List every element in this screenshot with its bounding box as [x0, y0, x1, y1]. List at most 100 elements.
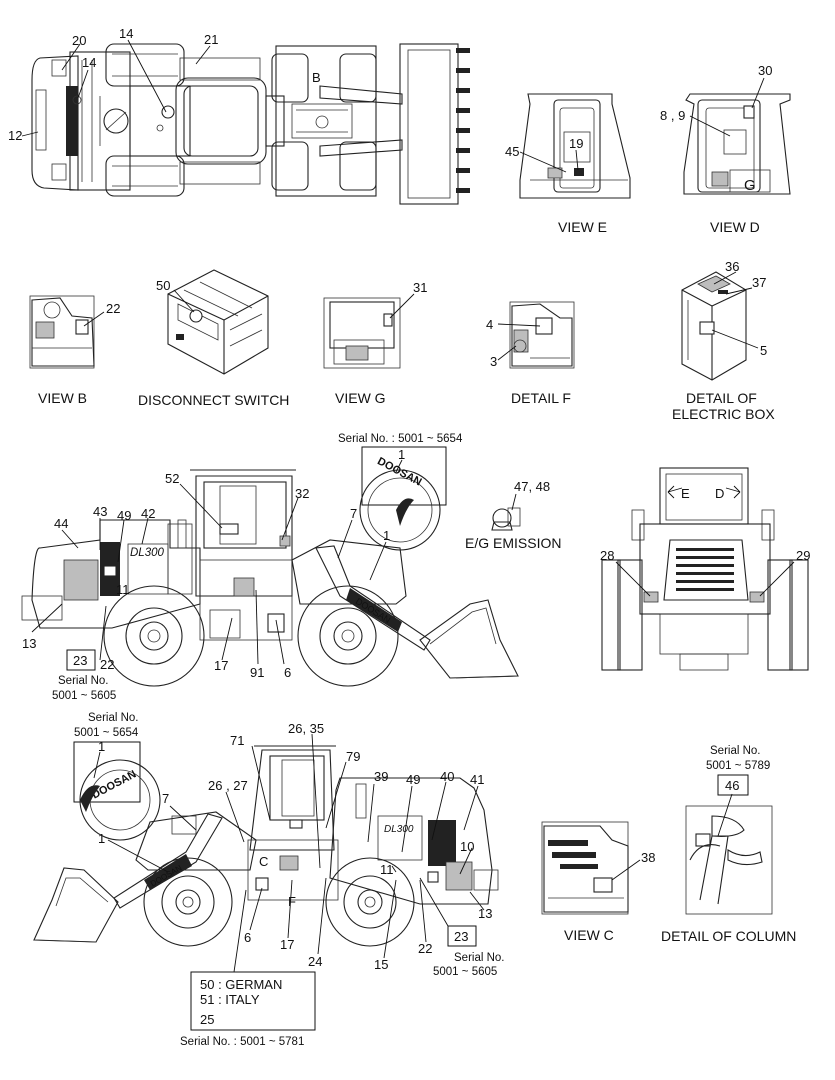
callout-21: 21 [204, 32, 218, 47]
emission-icon [491, 493, 521, 531]
serial-5001-5605-left-1: Serial No. [58, 675, 109, 687]
callout-4: 4 [486, 317, 493, 332]
callout-14: 14 [82, 55, 96, 70]
callout-1: 1 [383, 528, 390, 543]
view-b-drawing [29, 295, 105, 369]
callout-20: 20 [72, 33, 86, 48]
callout-8-9: 8 , 9 [660, 108, 685, 123]
callout-46-boxed: 46 [725, 778, 739, 793]
callout-22: 22 [106, 301, 120, 316]
callout-23-boxed: 23 [454, 929, 468, 944]
callout-47-48: 47, 48 [514, 479, 550, 494]
view-d-drawing [683, 77, 791, 195]
svg-text:DOOSAN: DOOSAN [90, 768, 138, 801]
left-side-view-drawing: DL300 DOOSAN [21, 469, 519, 687]
view-letter-g: G [744, 177, 756, 194]
language-german: 50 : GERMAN [200, 977, 282, 992]
callout-50: 50 [156, 278, 170, 293]
serial-5001-5789-2: 5001 ~ 5789 [706, 760, 770, 772]
view-g-label: VIEW G [335, 390, 386, 406]
callout-31: 31 [413, 280, 427, 295]
view-d-label: VIEW D [710, 219, 760, 235]
disconnect-switch-drawing [167, 269, 269, 375]
language-box [190, 971, 316, 1031]
electric-box-label-2: ELECTRIC BOX [672, 406, 775, 422]
callout-37: 37 [752, 275, 766, 290]
callout-24: 24 [308, 954, 322, 969]
callout-17: 17 [214, 658, 228, 673]
callout-15: 15 [374, 957, 388, 972]
callout-6: 6 [284, 665, 291, 680]
disconnect-switch-label: DISCONNECT SWITCH [138, 392, 289, 408]
view-c-drawing [541, 821, 641, 915]
callout-11: 11 [116, 582, 130, 597]
electric-box-drawing [681, 271, 759, 381]
callout-11: 11 [380, 862, 394, 877]
callout-22: 22 [100, 657, 114, 672]
inset-tire-side: DOOSAN [73, 741, 161, 841]
callout-5: 5 [760, 343, 767, 358]
serial-5001-5789-1: Serial No. [710, 745, 761, 757]
view-g-drawing [323, 293, 415, 369]
language-italy: 51 : ITALY [200, 992, 260, 1007]
inset-tire-top: DOOSAN [359, 446, 447, 551]
callout-36: 36 [725, 259, 739, 274]
callout-25: 25 [200, 1012, 214, 1027]
callout-30: 30 [758, 63, 772, 78]
callout-13: 13 [478, 906, 492, 921]
serial-5001-5605-right-1: Serial No. [454, 952, 505, 964]
serial-5001-5654-side-2: 5001 ~ 5654 [74, 727, 139, 739]
callout-41: 41 [470, 772, 484, 787]
callout-52: 52 [165, 471, 179, 486]
column-label: DETAIL OF COLUMN [661, 928, 796, 944]
callout-49: 49 [117, 508, 131, 523]
serial-5001-5654-top: Serial No. : 5001 ~ 5654 [338, 433, 463, 445]
emission-label: E/G EMISSION [465, 535, 561, 551]
callout-12: 12 [8, 128, 22, 143]
top-view-drawing [21, 39, 470, 205]
callout-26-35: 26, 35 [288, 721, 324, 736]
callout-17: 17 [280, 937, 294, 952]
view-e-label: VIEW E [558, 219, 607, 235]
callout-1-inset: 1 [98, 739, 105, 754]
callout-38: 38 [641, 850, 655, 865]
callout-44: 44 [54, 516, 68, 531]
column-drawing [685, 793, 773, 915]
callout-1-inset: 1 [398, 447, 405, 462]
view-letter-c: C [259, 854, 268, 869]
serial-5001-5605-left-2: 5001 ~ 5605 [52, 690, 116, 702]
callout-1: 1 [98, 831, 105, 846]
serial-5001-5654-side-1: Serial No. [88, 712, 139, 724]
view-letter-f: F [288, 894, 296, 909]
callout-26-27: 26 , 27 [208, 778, 248, 793]
callout-7: 7 [162, 791, 169, 806]
svg-text:DL300: DL300 [384, 824, 414, 835]
callout-19: 19 [569, 136, 583, 151]
serial-5001-5781: Serial No. : 5001 ~ 5781 [180, 1036, 304, 1048]
callout-49: 49 [406, 772, 420, 787]
callout-39: 39 [374, 769, 388, 784]
detail-f-drawing [497, 301, 575, 369]
callout-29: 29 [796, 548, 810, 563]
right-side-view-drawing: DL300 DOOSAN [33, 733, 499, 973]
callout-71: 71 [230, 733, 244, 748]
view-letter-b: B [312, 70, 321, 85]
callout-32: 32 [295, 486, 309, 501]
callout-7: 7 [350, 506, 357, 521]
callout-42: 42 [141, 506, 155, 521]
view-b-label: VIEW B [38, 390, 87, 406]
callout-45: 45 [505, 144, 519, 159]
callout-23-boxed: 23 [73, 653, 87, 668]
callout-91: 91 [250, 665, 264, 680]
callout-40: 40 [440, 769, 454, 784]
svg-text:DL300: DL300 [130, 547, 164, 559]
view-letter-d-arrow: D [715, 486, 724, 501]
callout-43: 43 [93, 504, 107, 519]
serial-5001-5605-right-2: 5001 ~ 5605 [433, 966, 497, 978]
view-letter-e-arrow: E [681, 486, 690, 501]
callout-6: 6 [244, 930, 251, 945]
detail-f-label: DETAIL F [511, 390, 571, 406]
callout-79: 79 [346, 749, 360, 764]
view-c-label: VIEW C [564, 927, 614, 943]
